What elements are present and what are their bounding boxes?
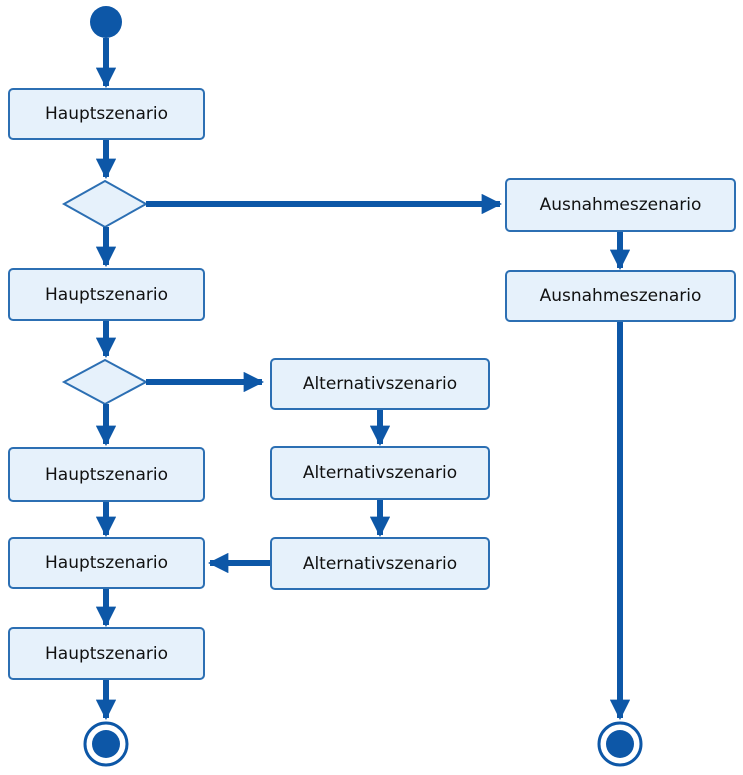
main-scenario-node-4: Hauptszenario [8, 537, 205, 589]
alternative-scenario-node-1: Alternativszenario [270, 358, 490, 410]
alternative-scenario-node-2: Alternativszenario [270, 446, 490, 500]
main-scenario-node-5: Hauptszenario [8, 627, 205, 680]
exception-scenario-node-1: Ausnahmeszenario [505, 178, 736, 232]
main-scenario-node-2: Hauptszenario [8, 268, 205, 321]
alternative-scenario-node-3: Alternativszenario [270, 537, 490, 590]
main-scenario-node-3: Hauptszenario [8, 447, 205, 502]
exception-scenario-node-2: Ausnahmeszenario [505, 270, 736, 322]
end-node-exception [597, 721, 643, 767]
decision-node-2 [61, 358, 149, 406]
start-node [90, 6, 122, 38]
decision-node-1 [61, 179, 149, 229]
end-node-main [83, 721, 129, 767]
main-scenario-node-1: Hauptszenario [8, 88, 205, 140]
